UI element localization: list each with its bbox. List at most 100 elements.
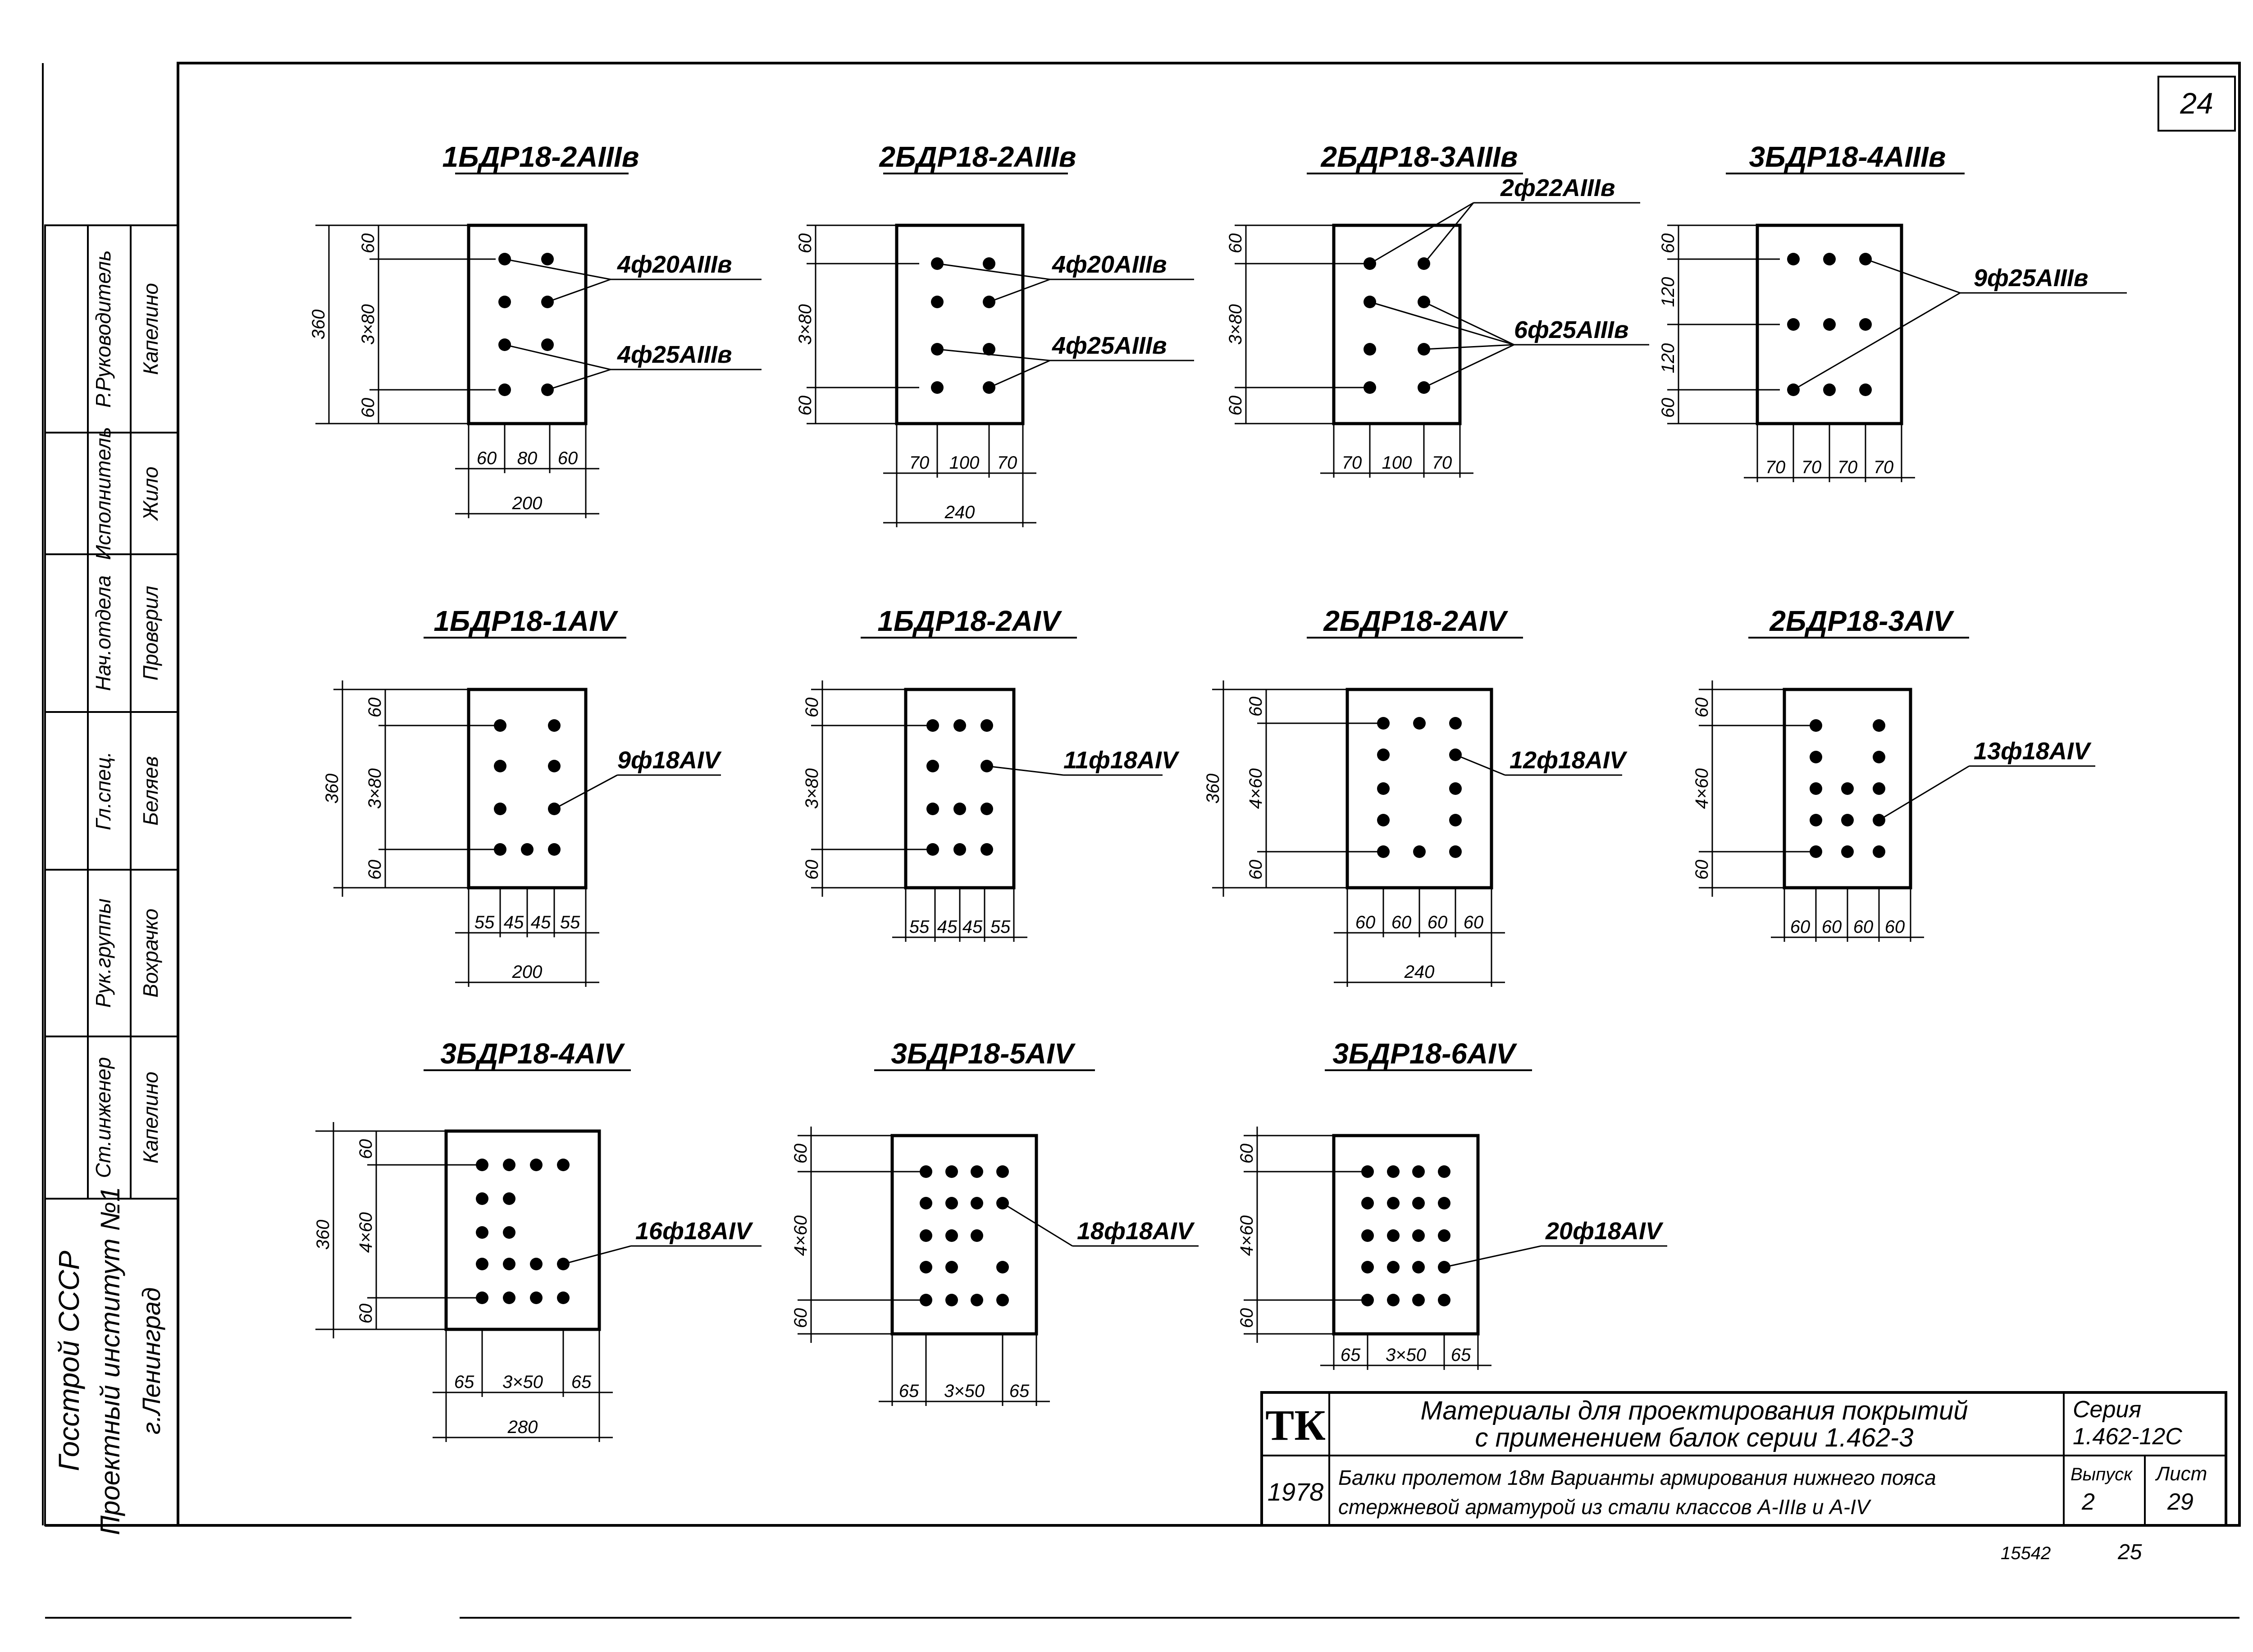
dim-v1: 60 [795,233,815,254]
dim-v1: 60 [802,698,822,718]
sheet-number: 24 [2180,87,2213,120]
dim-h3: 70 [1432,453,1452,473]
dim-v1: 60 [1246,697,1266,717]
rebar-dots [1787,253,1872,396]
stamp-role: Нач.отдела [91,575,115,691]
dim-h2: 3×50 [1386,1345,1426,1365]
dim-v1: 60 [358,233,378,254]
dim-v3: 60 [1237,1308,1257,1328]
dim-h2: 80 [517,448,538,468]
dim-v3: 60 [791,1308,811,1328]
dim-v3: 120 [1658,343,1678,374]
section-title: 3БДР18-6АIV [1332,1037,1518,1070]
dim-h4: 70 [1874,457,1894,477]
rebar-dots [494,719,561,856]
dim-h1: 55 [909,917,930,937]
dim-h1: 65 [899,1381,919,1401]
stamp-name: Капелино [139,283,162,375]
rebar-dots [1361,1165,1450,1306]
rebar-dots [498,253,554,396]
section-title: 2БДР18-3АIV [1769,605,1955,637]
rebar-label-1: 11ф18АIV [1063,747,1180,774]
dim-v3: 60 [795,396,815,416]
section-title: 3БДР18-4АIV [440,1037,625,1070]
dim-height: 360 [322,774,342,804]
rebar-dots [476,1159,570,1304]
dim-v3: 60 [1692,860,1712,880]
dim-height: 360 [309,310,328,340]
dim-v3: 60 [1226,396,1245,416]
section-3: 2БДР18-3АIIIв 60 3×80 60 70 100 70 2ф22А… [1226,141,1649,478]
section-5: 1БДР18-1АIV 360 60 3×80 60 55 45 45 55 2… [322,605,722,987]
stamp-role: Исполнитель [91,427,115,560]
bottom-note-left: 15542 [2001,1543,2051,1563]
dim-h3: 60 [1853,917,1874,937]
section-title: 3БДР18-4АIIIв [1749,141,1946,173]
dim-h1: 60 [477,448,497,468]
side-stamp: Р.Руководитель Исполнитель Нач.отдела Гл… [44,224,179,1535]
series-value: 1.462-12С [2073,1424,2182,1450]
dim-width: 240 [1404,962,1435,982]
sheet-label: Лист [2155,1463,2207,1485]
rebar-label-1: 9ф18АIV [617,747,722,774]
dim-v1: 60 [356,1139,376,1159]
dim-h3: 60 [558,448,578,468]
dim-v3: 60 [358,398,378,418]
section-title: 1БДР18-2АIIIв [442,141,639,173]
rebar-dots [1377,717,1462,858]
dim-v2: 4×60 [791,1215,811,1256]
desc-line-1: Балки пролетом 18м Варианты армирования … [1338,1466,1936,1489]
dim-h3: 45 [962,917,983,937]
section-title: 3БДР18-5АIV [891,1037,1076,1070]
series-label: Серия [2073,1396,2141,1423]
dim-v1: 60 [1658,233,1678,254]
section-title: 1БДР18-1АIV [433,605,619,637]
rebar-label-1: 16ф18АIV [635,1218,753,1245]
dim-h1: 55 [474,913,495,932]
rebar-dots [920,1165,1009,1306]
rebar-label-1: 2ф22АIIIв [1500,174,1615,201]
section-title: 2БДР18-3АIIIв [1321,141,1518,173]
sheet-number-box: 24 [2157,76,2236,132]
dim-width: 280 [507,1417,538,1437]
stamp-name: Вохрачко [139,908,162,997]
dim-v1: 60 [1237,1144,1257,1164]
dim-h2: 100 [949,453,980,473]
logo-tk: ТК [1265,1401,1326,1449]
section-11: 3БДР18-6АIV 60 4×60 60 65 3×50 65 20ф18А… [1237,1037,1667,1370]
dim-h3: 65 [1451,1345,1471,1365]
rebar-label-1: 12ф18АIV [1510,747,1628,774]
dim-h3: 65 [1009,1381,1030,1401]
issue-label: Выпуск [2071,1465,2133,1484]
stamp-role: Ст.инженер [91,1057,115,1178]
stamp-name: Беляев [139,756,162,826]
dim-v3: 60 [356,1304,376,1324]
stamp-organization-3: г.Ленинград [137,1287,165,1434]
dim-h2: 70 [1801,457,1822,477]
dim-width: 200 [512,962,543,982]
section-9: 3БДР18-4АIV 360 60 4×60 60 65 3×50 65 28… [313,1037,762,1442]
dim-h2: 45 [937,917,958,937]
dim-h1: 70 [1765,457,1786,477]
dim-h2: 60 [1822,917,1842,937]
dim-v2: 4×60 [1237,1215,1257,1256]
dim-h1: 60 [1790,917,1811,937]
rebar-dots [1810,719,1885,858]
dim-v2: 4×60 [356,1212,376,1253]
dim-v2: 3×80 [802,768,822,809]
dim-h1: 70 [909,453,930,473]
section-2: 2БДР18-2АIIIв 60 3×80 60 70 100 70 240 4… [795,141,1194,527]
stamp-name: Капелино [139,1072,162,1164]
dim-h3: 70 [1838,457,1858,477]
dim-v1: 60 [365,698,385,718]
dim-v2: 3×80 [1226,304,1245,345]
dim-height: 360 [313,1220,333,1250]
section-7: 2БДР18-2АIV 360 60 4×60 60 60 60 60 60 2… [1203,605,1628,987]
stamp-organization-1: Госстрой СССР [53,1250,85,1471]
title-block: ТК Материалы для проектирования покрытий… [1260,1391,2227,1527]
sheet-value: 29 [2167,1489,2194,1515]
rebar-label-1: 4ф20АIIIв [1052,251,1167,278]
rebar-label-1: 4ф20АIIIв [617,251,732,278]
year: 1978 [1268,1478,1324,1506]
